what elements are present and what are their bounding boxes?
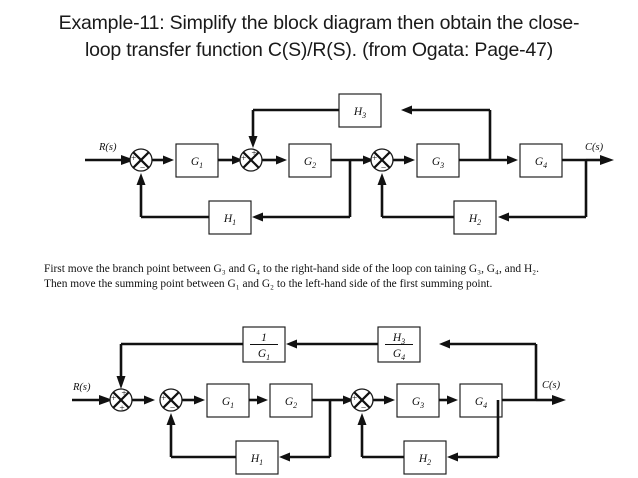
arrowhead-h1-to-s1	[136, 173, 146, 185]
summing-junction2-2: + −	[159, 388, 183, 414]
sign-bottom-3: −	[381, 164, 386, 174]
summing-junction-2: + +	[239, 148, 263, 172]
input-label-1: R(s)	[98, 142, 117, 153]
arrowhead2-input	[99, 395, 113, 405]
title-line-1: Example-11: Simplify the block diagram t…	[58, 12, 580, 34]
block-H2: H2	[453, 200, 497, 235]
arrowhead-h3-to-s2	[248, 136, 258, 148]
block2-G4: G4	[459, 383, 503, 418]
block2-G2: G2	[269, 383, 313, 418]
arrowhead2-fb-to-s1	[116, 376, 126, 389]
arrowhead-s2	[232, 155, 243, 165]
arrowhead-g1	[163, 155, 174, 165]
sign2-bottom-1: +	[119, 404, 124, 414]
block2-H2: H2	[403, 440, 447, 475]
sign-left-1: +	[131, 154, 136, 164]
arrowhead-output	[600, 155, 614, 165]
summing-junction2-3: + −	[350, 388, 374, 414]
sign2-left-3: +	[352, 394, 357, 404]
rearranged-block-diagram: + + + + − G1	[0, 320, 638, 478]
arrowhead2-g3	[384, 395, 395, 405]
instruction-paragraph: First move the branch point between G₃ a…	[44, 262, 604, 291]
arrowhead2-g2	[257, 395, 268, 405]
summing-junction2-1: + + +	[109, 388, 133, 414]
block2-H1: H1	[235, 440, 279, 475]
sign-left-3: +	[372, 154, 377, 164]
arrowhead2-s2	[144, 395, 155, 405]
arrowhead-g3	[404, 155, 415, 165]
sign2-top-1: +	[121, 389, 126, 399]
block2-G3: G3	[396, 383, 440, 418]
block-G4: G4	[519, 143, 563, 178]
block2-G1: G1	[206, 383, 250, 418]
sign2-left-1: +	[111, 394, 116, 404]
arrowhead2-output	[552, 395, 566, 405]
arrowhead2-h1-in	[279, 452, 290, 462]
arrowhead2-h2-to-s3	[357, 413, 367, 425]
sign-top-2: +	[251, 149, 256, 159]
original-block-diagram: + − G1 + +	[0, 88, 638, 240]
arrowhead2-invg1-in	[286, 339, 297, 349]
block-H3: H3	[338, 93, 382, 128]
block-G3: G3	[416, 143, 460, 178]
arrowhead-g2	[276, 155, 287, 165]
arrowhead-input	[121, 155, 135, 165]
summing-junction-3: + −	[370, 148, 394, 174]
title-line-2: loop transfer function C(S)/R(S). (from …	[84, 39, 554, 61]
arrowhead-h3-in	[401, 105, 412, 115]
page-title: Example-11: Simplify the block diagram t…	[26, 10, 612, 64]
arrowhead-h2-in	[498, 212, 509, 222]
sign2-bottom-2: −	[170, 404, 175, 414]
arrowhead2-g4	[447, 395, 458, 405]
output-label-2: C(s)	[542, 380, 561, 391]
arrowhead-g4	[507, 155, 518, 165]
summing-junction-1: + −	[129, 148, 153, 174]
block-G1: G1	[175, 143, 219, 178]
sign-bottom-1: −	[140, 164, 145, 174]
arrowhead2-s3	[343, 395, 354, 405]
block-H1: H1	[208, 200, 252, 235]
block2-H3-over-G4: H3 G4	[377, 326, 421, 363]
arrowhead2-h2-in	[447, 452, 458, 462]
block-G2: G2	[288, 143, 332, 178]
arrowhead2-g1	[194, 395, 205, 405]
arrowhead2-h3g4-in	[439, 339, 450, 349]
arrowhead-s3	[363, 155, 374, 165]
output-label-1: C(s)	[585, 142, 604, 153]
arrowhead2-h1-to-s2	[166, 413, 176, 425]
instruction-line-2: Then move the summing point between G₁ a…	[44, 277, 493, 290]
arrowhead-h1-in	[252, 212, 263, 222]
sign-left-2: +	[241, 154, 246, 164]
sign2-left-2: +	[161, 394, 166, 404]
arrowhead-h2-to-s3	[377, 173, 387, 185]
input-label-2: R(s)	[72, 382, 91, 393]
block2-one-over-G1: 1 G1	[242, 326, 286, 363]
fraction-numerator-one: 1	[261, 332, 267, 344]
instruction-line-1: First move the branch point between G₃ a…	[44, 263, 539, 275]
sign2-bottom-3: −	[361, 404, 366, 414]
